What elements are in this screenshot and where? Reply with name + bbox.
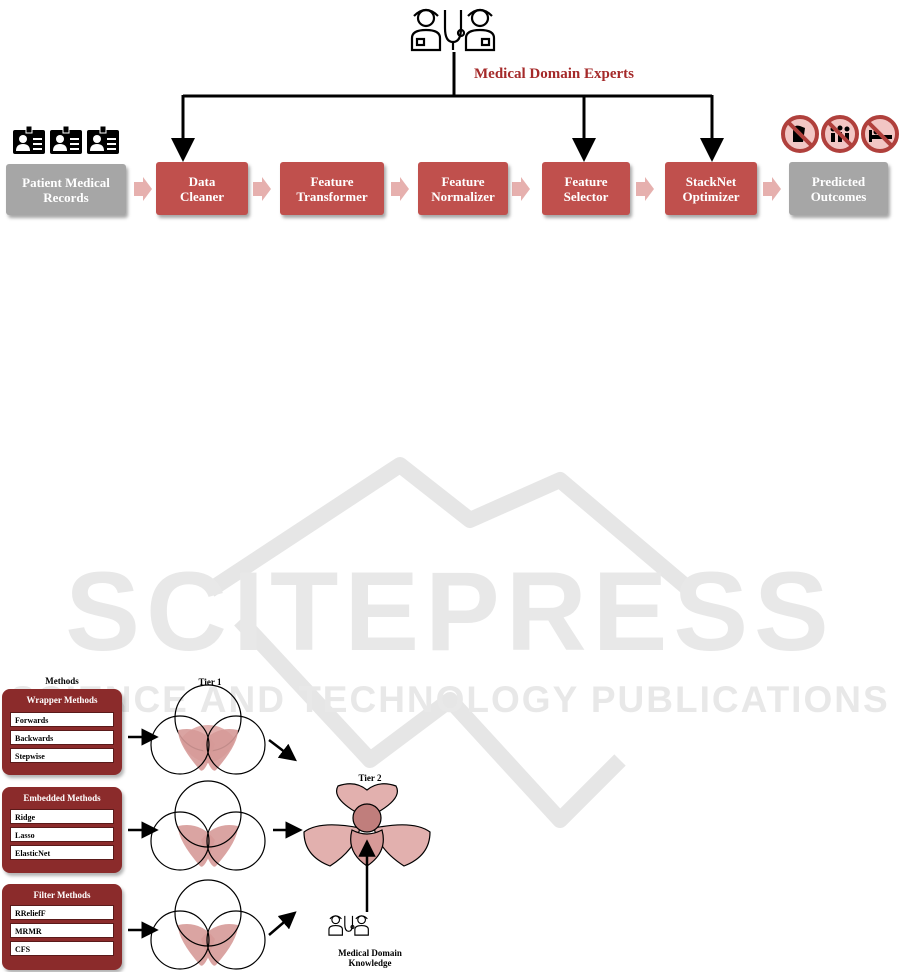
flow-arrow-2 bbox=[253, 177, 271, 201]
knowledge-doctors-icon bbox=[328, 915, 369, 936]
method-item: CFS bbox=[10, 941, 114, 956]
tier2-label: Tier 2 bbox=[358, 773, 382, 783]
method-item: Forwards bbox=[10, 712, 114, 727]
panel-embedded-methods: Embedded Methods Ridge Lasso ElasticNet bbox=[2, 787, 122, 873]
stage-data-cleaner: Data Cleaner bbox=[156, 162, 248, 215]
flow-arrow-1 bbox=[134, 177, 152, 201]
flow-arrow-4 bbox=[512, 177, 530, 201]
doctors-icon bbox=[410, 8, 496, 52]
method-item: Ridge bbox=[10, 809, 114, 824]
tier1-venn-embedded bbox=[150, 780, 266, 871]
stage-patient-records: Patient Medical Records bbox=[6, 164, 126, 215]
panel-wrapper-methods: Wrapper Methods Forwards Backwards Stepw… bbox=[2, 689, 122, 775]
method-item: Stepwise bbox=[10, 748, 114, 763]
tier1-venn-filter bbox=[150, 879, 266, 970]
panel-title: Embedded Methods bbox=[23, 793, 101, 803]
venn-diagrams bbox=[128, 684, 431, 970]
panel-title: Filter Methods bbox=[33, 890, 91, 900]
knowledge-label: Medical Domain Knowledge bbox=[338, 948, 402, 968]
watermark-subtitle: SCIENCE AND TECHNOLOGY PUBLICATIONS bbox=[10, 679, 889, 720]
stage-stacknet-optimizer: StackNet Optimizer bbox=[665, 162, 757, 215]
watermark-title: SCITEPRESS bbox=[65, 549, 835, 674]
patient-record-icons bbox=[13, 126, 119, 154]
flow-arrow-5 bbox=[636, 177, 654, 201]
method-item: Lasso bbox=[10, 827, 114, 842]
flow-arrow-3 bbox=[391, 177, 409, 201]
experts-label: Medical Domain Experts bbox=[474, 66, 634, 82]
panel-title: Wrapper Methods bbox=[26, 695, 98, 705]
method-item: ElasticNet bbox=[10, 845, 114, 860]
methods-header: Methods bbox=[45, 676, 79, 686]
pipeline-connectors bbox=[134, 52, 781, 201]
tier1-venn-wrapper bbox=[150, 684, 266, 775]
outcome-icons bbox=[781, 115, 899, 153]
stage-feature-selector: Feature Selector bbox=[542, 162, 630, 215]
method-item: Backwards bbox=[10, 730, 114, 745]
method-item: RReliefF bbox=[10, 905, 114, 920]
method-item: MRMR bbox=[10, 923, 114, 938]
stage-feature-transformer: Feature Transformer bbox=[280, 162, 384, 215]
flow-arrow-6 bbox=[763, 177, 781, 201]
stage-predicted-outcomes: Predicted Outcomes bbox=[789, 162, 888, 215]
stage-feature-normalizer: Feature Normalizer bbox=[418, 162, 508, 215]
panel-filter-methods: Filter Methods RReliefF MRMR CFS bbox=[2, 884, 122, 970]
tier1-label: Tier 1 bbox=[198, 677, 222, 687]
